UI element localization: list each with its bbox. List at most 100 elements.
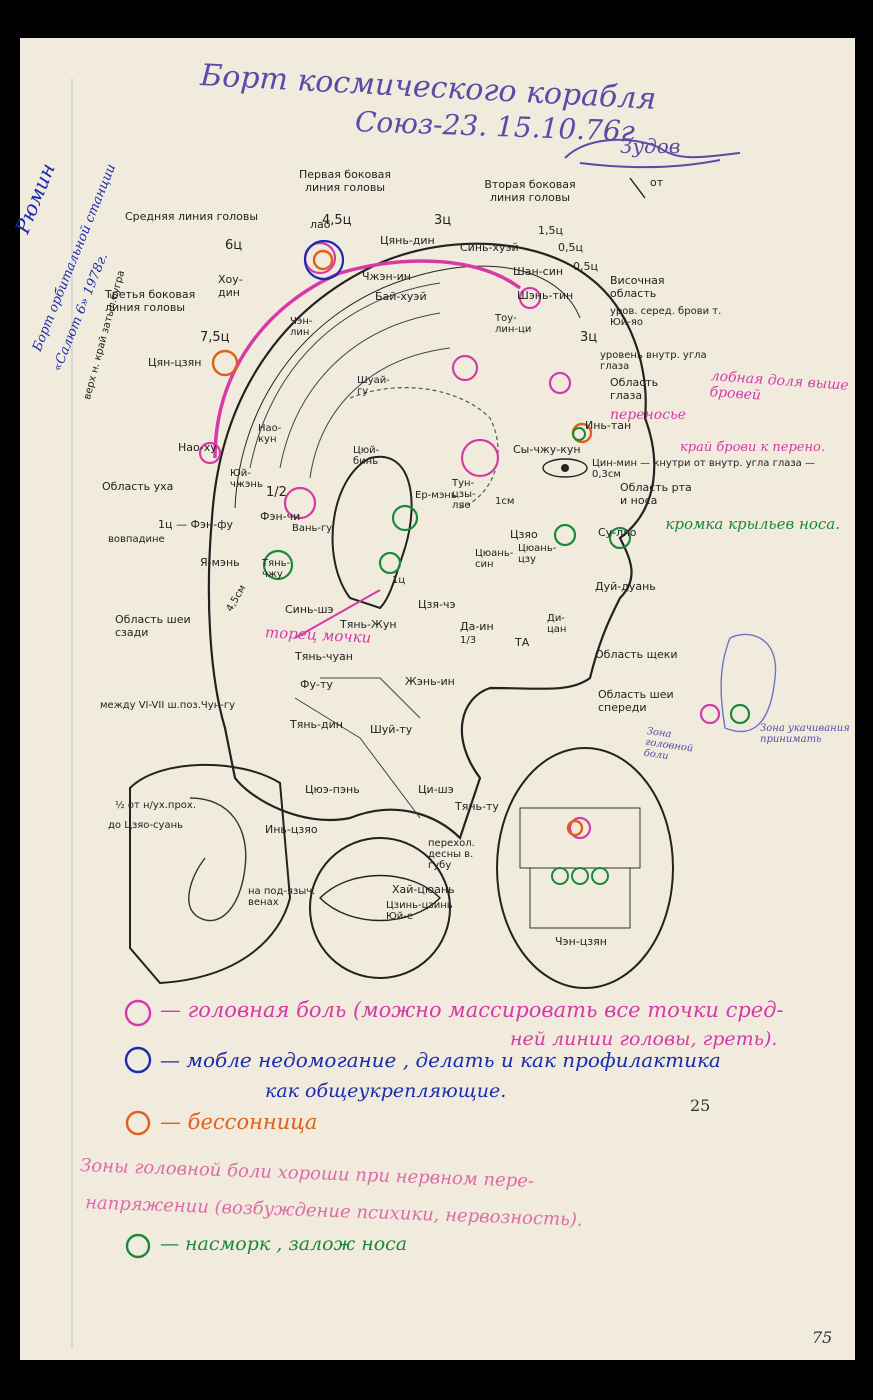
measure-05a: 0,5ц [558,241,583,254]
acupuncture-head-diagram [71,78,777,1348]
label-between: между VI-VII ш.поз.Чун-гу [100,700,236,711]
point-feng-chi: Фэн-чи [260,510,301,523]
point-qu-bin: Цюй-бинь [353,445,380,467]
point-tsu-pen: Цюэ-пэнь [305,783,360,796]
page-number: 25 [690,1096,711,1115]
point-fu-tu: Фу-ту [300,678,333,691]
point-ta: ТА [515,636,530,649]
ear-detail-diagram [129,763,292,985]
label-neck-front: Область шеи спереди [598,688,674,714]
label-mouth-nose-area: Область рта и носа [620,481,692,507]
pink-point-ear-sketch [699,703,721,725]
green-point-ear [391,504,419,532]
pink-point-yintang [548,371,572,395]
point-tsian-din: Цянь-дин [380,234,435,247]
signature-scribble [564,138,741,169]
green-point-face-1 [551,867,569,885]
point-tian-din: Тянь-дин [290,718,343,731]
measure-45: 4,5ц [322,213,352,228]
point-cheng-tsian: Чэн-цзян [555,935,607,948]
pink-point-fengchi [283,486,317,520]
annot-nose-bridge: переносье [610,407,686,423]
neck-line-2 [320,677,421,719]
point-wan-gu: Вань-гу [292,523,333,534]
green-point-nose [553,523,577,547]
ear-detail-inner [188,797,247,922]
pink-point-shangxing [518,286,542,310]
signature: Зудов [620,134,681,158]
green-point-zanzhu [572,427,586,441]
point-di-tsan: Ди-цан [547,613,567,635]
torets-pointer [294,589,381,639]
annot-brow-edge: край брови к перено. [680,440,825,455]
hairline [349,387,499,509]
eye-pupil [561,464,569,472]
point-da-in: Да-ин [460,620,494,633]
legend-pink-circle [124,999,152,1027]
pink-point-naohu [198,441,222,465]
guide-arc [234,265,581,509]
label-third-side-line: Третья боковая линия головы [105,288,196,314]
point-bai-hui: Бай-хуэй [375,290,427,303]
measure-6: 6ц [225,238,243,253]
orange-point-tsiantsian [211,349,239,377]
point-feng-fu: 1ц — Фэн-фу [158,518,234,531]
point-tsyan-sin: Цюань-син [475,548,514,570]
point-yin-tan: Инь-тан [585,419,632,432]
measure-3: 3ц [434,213,452,228]
legend-green-circle [125,1233,151,1259]
folio-number: 75 [812,1328,833,1347]
point-duan: Дуй-дуань [595,580,656,593]
point-tszyao: Цзяо [510,528,538,541]
point-ear-men: Ер-мэнь [415,490,457,501]
label-neck-back: Область шеи сзади [115,613,191,639]
point-nao-kun: Нао-кун [258,423,282,445]
label-cheek-area: Область щеки [595,648,678,661]
green-point-face-2 [571,867,589,885]
front-face-grid-2 [529,867,631,929]
orange-point-face [566,819,584,837]
label-inner-corner-level: уровень внутр. угла глаза [600,350,707,372]
point-ying-tsyao: Инь-цзяо [265,823,318,836]
orange-point-baihui [312,249,334,271]
meridian-line-1 [249,282,441,469]
point-hou-din: Хоу-дин [218,273,243,299]
point-yu-zhen: Юй-чжэнь [230,468,263,490]
point-ya-men: Я-мэнь [200,556,240,569]
point-nao-hu: Нао-ху [178,441,217,454]
point-zheng-ying: Чжэн-ин [362,270,411,283]
measure-05b: 0,5ц [573,260,598,273]
label-first-side-line: Первая боковая линия головы [298,168,392,194]
label-ear-area: Область уха [102,480,174,493]
measure-third: 1/3 [460,635,477,646]
point-tian-chuan: Тянь-чуан [295,650,353,663]
legend-blue-line1: — мобле недомогание , делать и как профи… [160,1048,721,1072]
green-point-tianzhu [262,549,294,581]
point-tsyuan-tszu: Цюань-цзу [518,543,557,565]
legend-blue-line2: как общеукрепляющие. [265,1080,507,1102]
arrow-line [629,177,646,199]
legend-green: — насморк , залож носа [160,1233,408,1255]
point-cheng-ling: Чэн-лин [290,316,313,338]
green-point-tingong [378,551,402,575]
point-in-depth: вовпадине [108,534,165,545]
pink-points [198,241,721,840]
point-sy-chzhu: Сы-чжу-кун [513,443,581,456]
point-shen-she: Синь-шэ [285,603,334,616]
legend-orange-circle [125,1110,151,1136]
mouth-diagram [309,837,451,979]
label-middle-line: Средняя линия головы [125,210,259,223]
blue-ear-sketch [720,633,777,733]
green-points [262,427,751,885]
point-tsun-tszy: Тун-цзы-ляо [452,478,476,511]
point-crossing: перехол. десны в. губу [428,838,475,871]
point-tsian-tsian: Цян-цзян [148,356,202,369]
blue-point-baihui [303,239,345,281]
point-shui-tu: Шуй-ту [370,723,413,736]
legend-blue-circle [124,1046,152,1074]
point-shang-sin: Шан-син [513,265,564,278]
point-tsi-she: Ци-шэ [418,783,454,796]
label-temple-area: Височная область [610,274,665,300]
legend-pink-line2: ней линии головы, греть). [510,1028,778,1050]
point-tian-tu: Тянь-ту [455,800,499,813]
